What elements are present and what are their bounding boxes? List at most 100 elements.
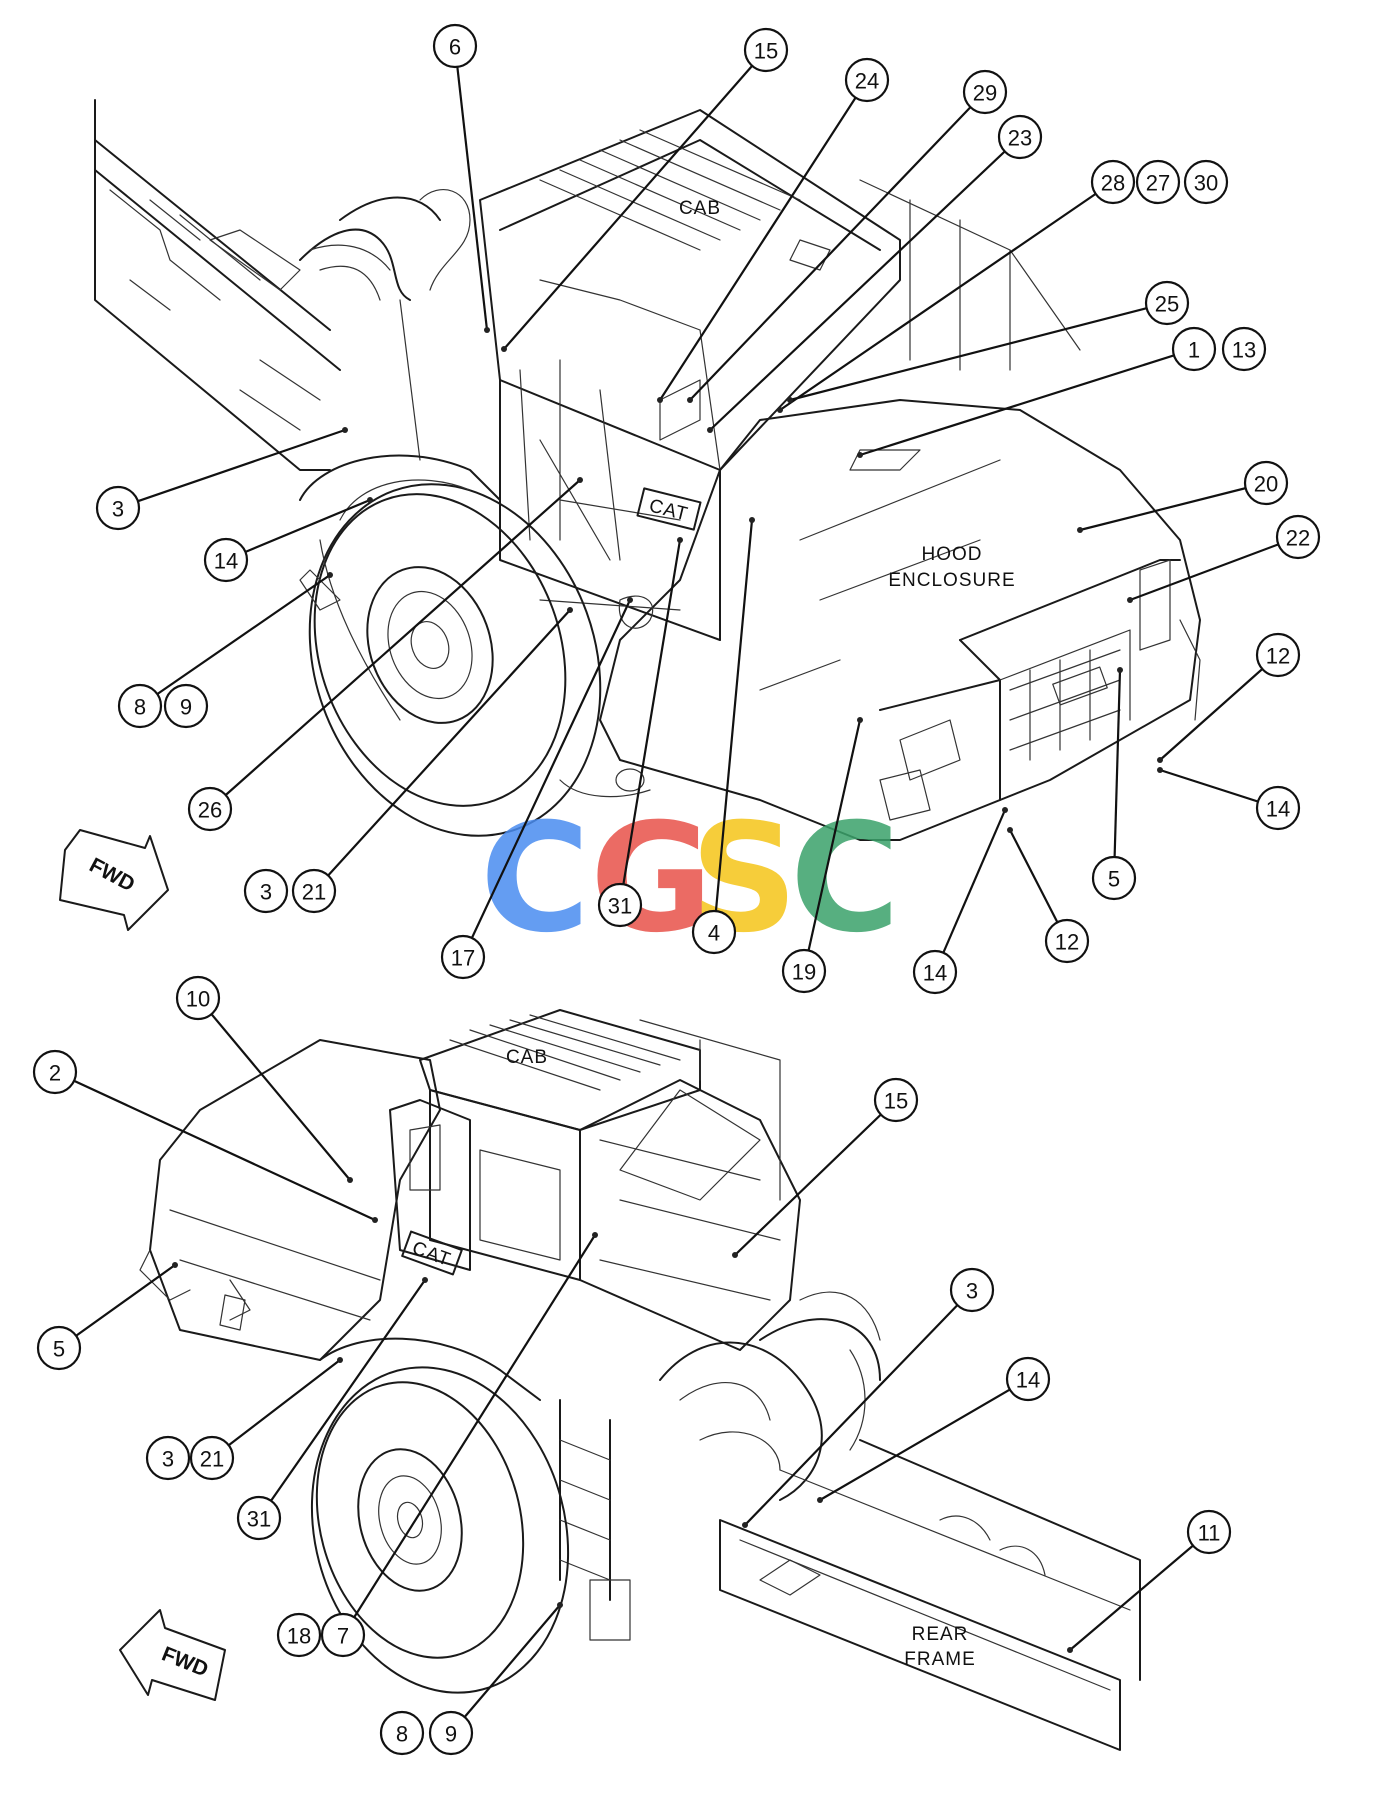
top-leader-end-dot (857, 717, 863, 723)
top-callout-20: 20 (1243, 460, 1289, 506)
callout-number: 22 (1286, 526, 1310, 551)
top-leader-end-dot (857, 452, 863, 458)
callout-number: 27 (1146, 171, 1170, 196)
callout-number: 14 (1016, 1368, 1040, 1393)
top-leader-line (225, 498, 371, 562)
callout-number: 28 (1101, 171, 1125, 196)
callout-circle (203, 537, 249, 583)
top-leader-line (313, 609, 571, 892)
bottom-leader-end-dot (557, 1602, 563, 1608)
top-leader-end-dot (749, 517, 755, 523)
callout-number: 19 (792, 960, 816, 985)
callout-circle (912, 949, 958, 995)
top-leader-line (689, 91, 986, 401)
top-leader-line (209, 479, 581, 810)
fwd-arrow-bottom-icon: FWD (119, 1609, 226, 1701)
callout-number: 5 (53, 1337, 65, 1362)
bottom-leader-line (211, 1359, 341, 1459)
callout-number: 21 (200, 1447, 224, 1472)
bottom-leader-end-dot (422, 1277, 428, 1283)
top-leader-line (802, 719, 862, 972)
callout-number: 3 (260, 880, 272, 905)
callout-circle (95, 485, 141, 531)
top-leader-line (712, 519, 754, 933)
fwd-arrow-top-label: FWD (85, 854, 138, 897)
bottom-callout-8: 8 (379, 1710, 425, 1756)
callout-circle (1183, 159, 1229, 205)
top-machine-view (94, 99, 1201, 841)
cat-badge-bottom: CAT (401, 1230, 463, 1276)
callout-circle (1091, 855, 1137, 901)
callout-circle (743, 27, 789, 73)
top-leader-line (117, 428, 346, 510)
bottom-leader-line (450, 1604, 561, 1734)
callout-number: 1 (1188, 338, 1200, 363)
callout-circle (873, 1077, 919, 1123)
bottom-callout-11: 11 (1186, 1509, 1232, 1555)
top-leader-line (1159, 654, 1279, 761)
top-cab-label: CAB (679, 198, 721, 219)
top-leader-end-dot (1077, 527, 1083, 533)
callout-circle (36, 1325, 82, 1371)
top-leader-line (462, 599, 631, 958)
callout-number: 29 (973, 81, 997, 106)
callout-number: 12 (1266, 644, 1290, 669)
top-callout-22: 22 (1275, 514, 1321, 560)
callout-number: 6 (449, 35, 461, 60)
top-leader-end-dot (1127, 597, 1133, 603)
callout-circle (1186, 1509, 1232, 1555)
callout-circle (236, 1495, 282, 1541)
top-callout-12: 12 (1255, 632, 1301, 678)
top-callout-6: 6 (432, 23, 478, 69)
bottom-leader-line (197, 997, 351, 1181)
callout-circle (189, 1435, 235, 1481)
top-leader-end-dot (1007, 827, 1013, 833)
bottom-callout-31: 31 (236, 1495, 282, 1541)
callout-number: 5 (1108, 867, 1120, 892)
callout-circle (432, 23, 478, 69)
top-leader-end-dot (327, 572, 333, 578)
top-leader-end-dot (1157, 767, 1163, 773)
bottom-leader-end-dot (1067, 1647, 1073, 1653)
fwd-arrow-bottom-label: FWD (159, 1642, 212, 1681)
bottom-leader-end-dot (347, 1177, 353, 1183)
top-callout-27: 27 (1135, 159, 1181, 205)
bottom-leader-end-dot (592, 1232, 598, 1238)
top-callout-25: 25 (1144, 280, 1190, 326)
callout-number: 21 (302, 880, 326, 905)
top-leader-end-dot (787, 397, 793, 403)
top-callout-17: 17 (440, 934, 486, 980)
callout-circle (691, 909, 737, 955)
top-leader-end-dot (1157, 757, 1163, 763)
callout-circle (32, 1049, 78, 1095)
callout-circle (428, 1710, 474, 1756)
callout-circle (1243, 460, 1289, 506)
top-leader-line (709, 136, 1021, 431)
callout-circle (1275, 514, 1321, 560)
callout-circle (844, 57, 890, 103)
top-leader-line (1112, 669, 1122, 879)
callout-number: 14 (214, 549, 238, 574)
bottom-callout-3: 3 (949, 1267, 995, 1313)
bottom-callout-2: 2 (32, 1049, 78, 1095)
top-callout-8: 8 (117, 683, 163, 729)
callout-circle (175, 975, 221, 1021)
callout-circle (276, 1612, 322, 1658)
top-leader-end-dot (677, 537, 683, 543)
hood-label-line1: HOOD (922, 544, 983, 565)
top-callout-14: 14 (1255, 785, 1301, 831)
top-callout-31: 31 (597, 882, 643, 928)
top-callout-15: 15 (743, 27, 789, 73)
top-leader-end-dot (687, 397, 693, 403)
callout-number: 8 (396, 1722, 408, 1747)
callout-circle (291, 868, 337, 914)
callout-number: 31 (247, 1507, 271, 1532)
top-leader-line (1079, 481, 1267, 532)
top-leader-end-dot (577, 477, 583, 483)
cat-badge-top: CAT (636, 487, 702, 531)
top-leader-end-dot (484, 327, 490, 333)
callout-circle (320, 1612, 366, 1658)
callout-circle (440, 934, 486, 980)
top-callout-3: 3 (95, 485, 141, 531)
